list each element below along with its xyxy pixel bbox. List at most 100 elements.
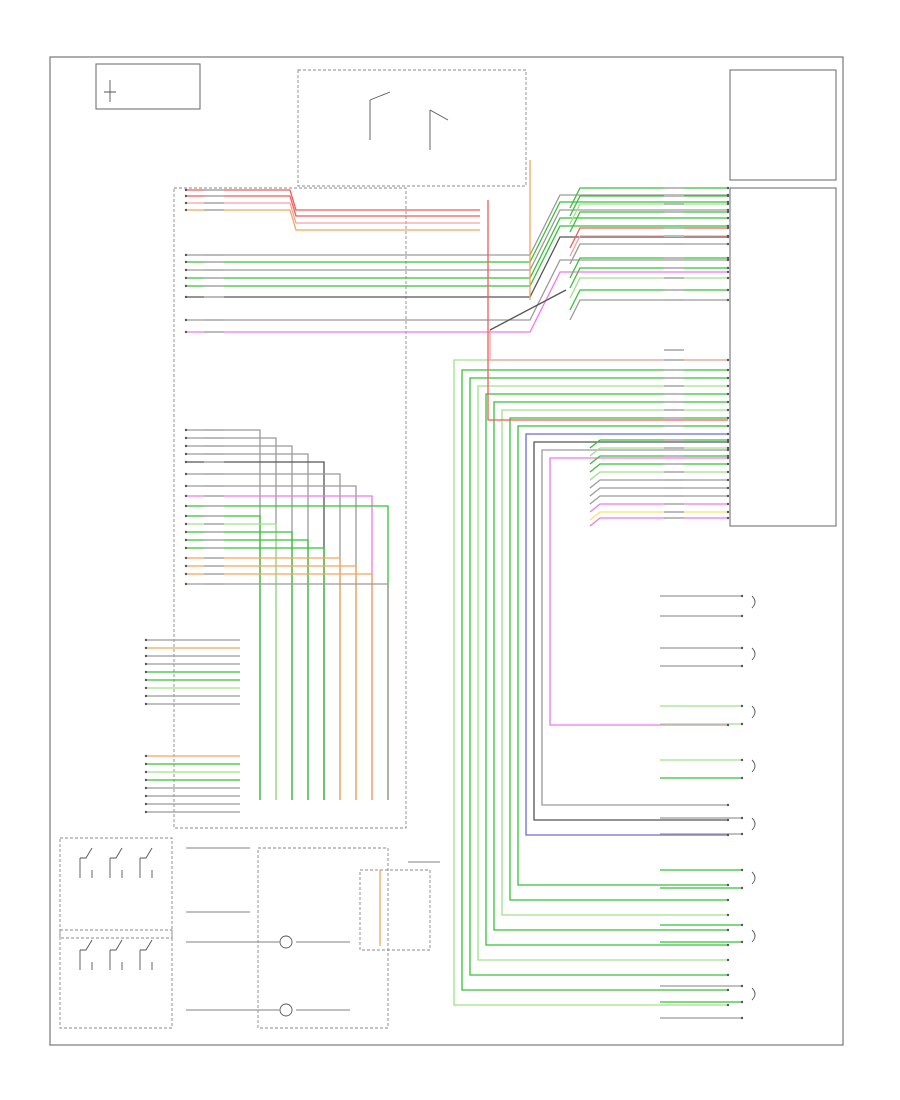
connector-pin [144, 802, 148, 806]
radio-lower-wire-5 [186, 473, 341, 800]
connector-pin [726, 266, 730, 270]
radio-lower-wire-1 [186, 437, 277, 800]
connector-pin [184, 460, 188, 464]
label-mark [204, 261, 224, 263]
connector-pin [726, 440, 730, 444]
connector-pin [740, 940, 744, 944]
lower-amp-wire-5 [589, 479, 728, 489]
label-mark [664, 257, 684, 259]
amp-feed-wire-0 [569, 187, 728, 209]
connector-pin [144, 670, 148, 674]
connector-pin [184, 208, 188, 212]
connector-pin [726, 288, 730, 292]
label-mark [204, 539, 224, 541]
label-mark [204, 437, 224, 439]
lower-amp-wire-10 [589, 517, 728, 527]
label-mark [664, 235, 684, 237]
connector-pin [726, 392, 730, 396]
label-mark [204, 573, 224, 575]
connector-pin [144, 754, 148, 758]
wires [146, 160, 742, 1019]
connector-pin [726, 242, 730, 246]
upper-signal-wire-7 [186, 271, 728, 333]
connector-pin [184, 318, 188, 322]
connector-pin [726, 486, 730, 490]
label-mark [664, 417, 684, 419]
components [59, 63, 837, 1029]
connector-pin [184, 484, 188, 488]
label-mark [664, 511, 684, 513]
radio-lower-wire-6 [186, 485, 357, 800]
speaker-bundle-wire-10 [533, 441, 728, 821]
label-mark [204, 277, 224, 279]
connector-pin [144, 678, 148, 682]
radio-lower-wire-4 [186, 461, 325, 800]
speaker-symbols [751, 595, 756, 1001]
label-mark [664, 299, 684, 301]
connector-pins [144, 186, 744, 1020]
connector-pin [144, 778, 148, 782]
amp-feed-wire-1 [569, 195, 728, 217]
label-mark [664, 267, 684, 269]
connector-pin [184, 188, 188, 192]
label-mark [204, 461, 224, 463]
connector-pin [726, 384, 730, 388]
radio-lower-wire-14 [186, 557, 341, 800]
amp-feed-wire-5 [569, 235, 728, 257]
connector-pin [726, 234, 730, 238]
speaker-bundle-wire-2 [469, 377, 728, 976]
connector-pin [726, 898, 730, 902]
connector-pin [184, 494, 188, 498]
connector-pin [144, 810, 148, 814]
label-mark [204, 505, 224, 507]
label-mark [204, 319, 224, 321]
connector-pin [726, 818, 730, 822]
label-mark [664, 447, 684, 449]
connector-pin [740, 758, 744, 762]
connector-pin [726, 298, 730, 302]
relay-box [359, 869, 431, 951]
lower-amp-wire-6 [589, 487, 728, 497]
connector-pin [726, 200, 730, 204]
label-mark [664, 211, 684, 213]
connector-pin [726, 803, 730, 807]
label-mark [204, 285, 224, 287]
connector-pin [726, 358, 730, 362]
label-mark [664, 495, 684, 497]
connector-pin [726, 973, 730, 977]
connector-pin [726, 400, 730, 404]
label-mark [204, 565, 224, 567]
label-mark [204, 531, 224, 533]
label-mark [204, 189, 224, 191]
connector-pin [740, 1000, 744, 1004]
label-mark [664, 463, 684, 465]
switch-panel-top-center [297, 69, 527, 187]
label-mark [664, 203, 684, 205]
connector-pin [184, 268, 188, 272]
label-mark [664, 401, 684, 403]
amp-feed-wire-9 [569, 277, 728, 299]
upper-signal-wire-0 [186, 194, 728, 256]
connector-pin [740, 664, 744, 668]
connector-pin [726, 723, 730, 727]
lower-amp-wire-4 [589, 471, 728, 481]
connector-pin [144, 662, 148, 666]
connector-pin [144, 686, 148, 690]
riser-pink [489, 330, 728, 361]
connector-pin [184, 330, 188, 334]
connector-pin [184, 522, 188, 526]
connector-pin [726, 1003, 730, 1007]
connector-pin [740, 594, 744, 598]
connector-pin [144, 694, 148, 698]
speaker-bundle-wire-12 [549, 457, 728, 726]
upper-signal-wire-2 [186, 209, 728, 271]
connector-pin [726, 913, 730, 917]
amplifier-right [729, 187, 837, 527]
connector-pin [144, 786, 148, 790]
connector-pin [740, 776, 744, 780]
radio-module-left [173, 187, 407, 829]
connector-pin [740, 704, 744, 708]
label-mark [664, 359, 684, 361]
label-mark [664, 377, 684, 379]
